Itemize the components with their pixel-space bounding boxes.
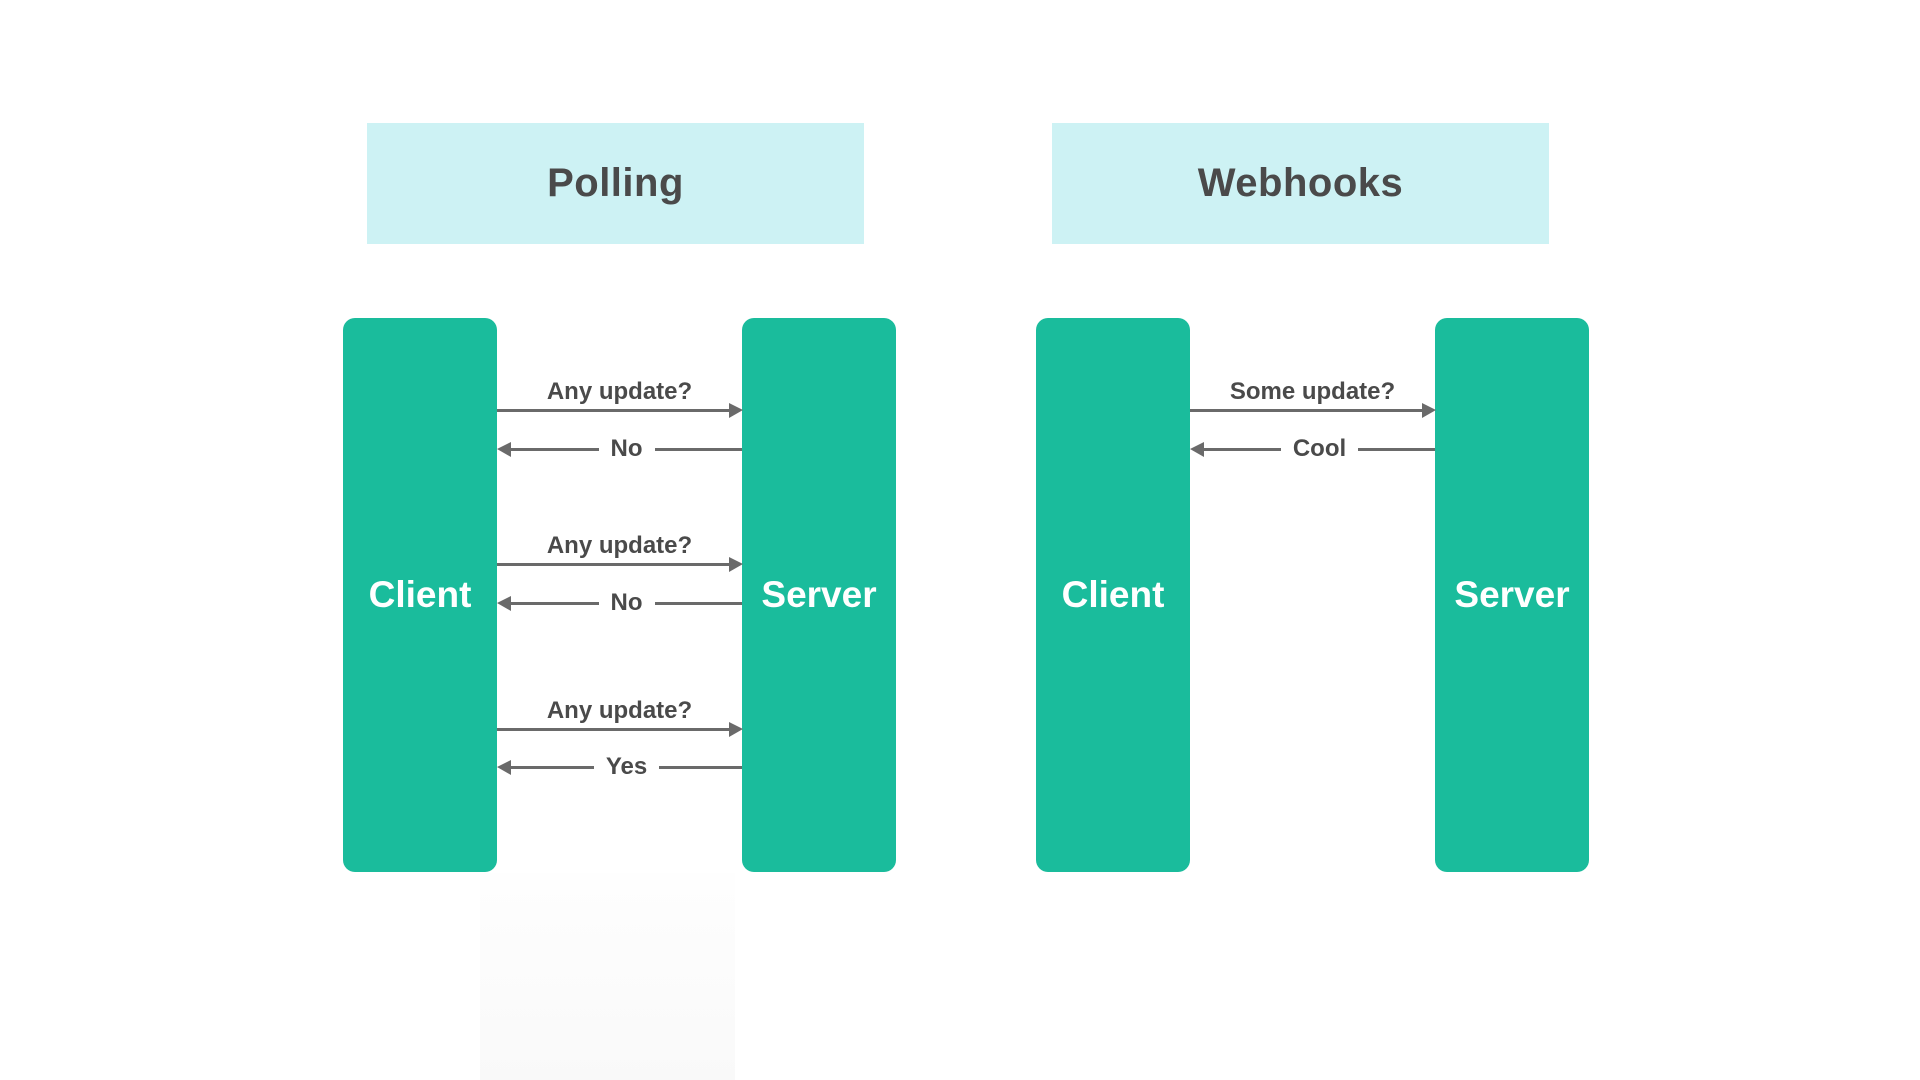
response-arrow-segment (511, 601, 599, 605)
response-arrow-segment (511, 765, 594, 769)
webhooks-server-box: Server (1435, 318, 1589, 872)
panel-title: Polling (547, 161, 684, 205)
message-response: Yes (497, 752, 743, 782)
message-request: Any update? (497, 531, 743, 572)
actor-label: Server (1454, 574, 1570, 615)
message-request: Any update? (497, 696, 743, 737)
response-label: No (610, 589, 643, 616)
arrowhead-right-icon (1422, 403, 1436, 418)
response-arrow-segment (654, 601, 742, 605)
arrowhead-right-icon (729, 403, 743, 418)
arrowhead-right-icon (729, 722, 743, 737)
request-arrow (497, 403, 743, 418)
message-response: Cool (1190, 434, 1436, 464)
panel-title: Webhooks (1197, 161, 1404, 205)
webhooks-message-lane: Some update? Cool (1190, 0, 1436, 1080)
request-label: Any update? (546, 532, 693, 559)
request-arrow (497, 722, 743, 737)
response-label: No (610, 435, 643, 462)
actor-label: Server (761, 574, 877, 615)
arrowhead-right-icon (729, 557, 743, 572)
message-response: No (497, 434, 742, 464)
actor-label: Client (1061, 574, 1165, 615)
polling-client-box: Client (343, 318, 497, 872)
arrowhead-left-icon (497, 595, 511, 611)
response-arrow-segment (659, 765, 743, 769)
panel-header-polling: Polling (367, 123, 864, 244)
response-arrow-segment (511, 447, 599, 451)
response-arrow-segment (1204, 447, 1281, 451)
polling-server-box: Server (742, 318, 896, 872)
arrowhead-left-icon (497, 759, 511, 775)
response-label: Yes (605, 753, 648, 780)
webhooks-client-box: Client (1036, 318, 1190, 872)
arrowhead-left-icon (1190, 441, 1204, 457)
request-label: Some update? (1229, 378, 1396, 405)
message-request: Some update? (1190, 377, 1436, 418)
response-arrow-segment (1358, 447, 1436, 451)
message-response: No (497, 588, 742, 618)
panel-header-webhooks: Webhooks (1052, 123, 1549, 244)
response-label: Cool (1292, 435, 1347, 462)
background-gradient-strip (480, 873, 735, 1080)
request-label: Any update? (546, 378, 693, 405)
request-label: Any update? (546, 697, 693, 724)
request-arrow (497, 557, 743, 572)
request-arrow (1190, 403, 1436, 418)
actor-label: Client (368, 574, 472, 615)
arrowhead-left-icon (497, 441, 511, 457)
polling-message-lane: Any update? No Any update? No Any update… (497, 0, 743, 1080)
message-request: Any update? (497, 377, 743, 418)
response-arrow-segment (654, 447, 742, 451)
